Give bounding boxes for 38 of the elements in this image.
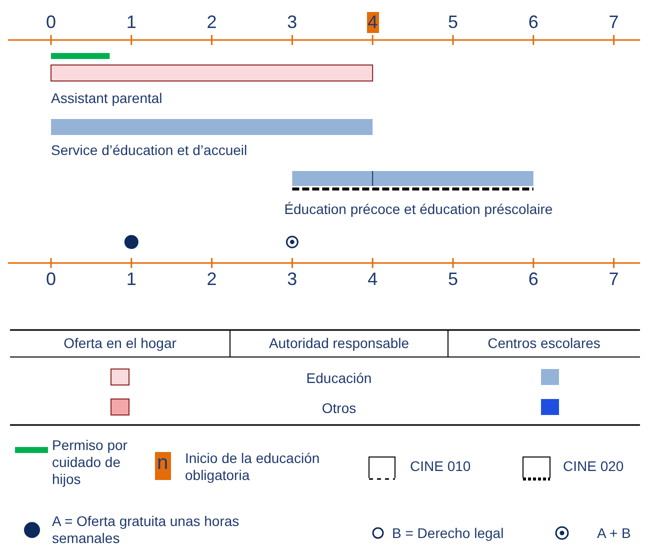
timeline-bar: [50, 64, 374, 82]
tick-label: 0: [45, 269, 57, 290]
tick-label: 5: [447, 269, 459, 290]
table-header: Autoridad responsable: [268, 335, 410, 351]
tick-label: 6: [527, 12, 540, 33]
compulsory-start-marker: 4: [366, 12, 379, 33]
legend-text: CINE 010: [410, 458, 472, 475]
legend-text: Inicio de la educación obligatoria: [185, 450, 321, 484]
tick-label: 1: [125, 12, 138, 33]
legend-text: Permiso por cuidado de hijos: [52, 437, 128, 488]
tick-label: 6: [527, 269, 540, 290]
timeline-bar: [51, 53, 110, 59]
tick-label: 5: [447, 12, 459, 33]
filled-dot-marker: [124, 235, 138, 249]
timeline-bar-with-dashed-base: [292, 170, 534, 190]
tick-label: 3: [286, 12, 298, 33]
bar-caption: Éducation précoce et éducation préscolaire: [284, 201, 553, 217]
tick-label: 4: [366, 269, 379, 290]
tick-label: 1: [125, 269, 138, 290]
table-cell-text: Educación: [305, 370, 373, 386]
tick-label: 2: [206, 12, 218, 33]
table-cell-text: Otros: [320, 400, 358, 416]
bar-caption: Assistant parental: [51, 90, 162, 106]
legend-symbol: n: [157, 452, 168, 475]
tick-label: 0: [45, 12, 57, 33]
table-header: Centros escolares: [486, 335, 602, 351]
tick-label: 7: [608, 269, 620, 290]
tick-label: 3: [286, 269, 298, 290]
table-header: Oferta en el hogar: [62, 335, 178, 351]
tick-label: 7: [608, 12, 620, 33]
legend-text: B = Derecho legal: [392, 525, 505, 542]
dotted-circle-marker: [286, 236, 298, 248]
legend-text: A = Oferta gratuita unas horas semanales: [52, 513, 240, 547]
bar-caption: Service d’éducation et d’accueil: [51, 142, 248, 158]
legend-text: CINE 020: [563, 458, 625, 475]
legend-text: A + B: [597, 525, 632, 542]
timeline-bar: [51, 119, 373, 135]
tick-label: 2: [206, 269, 218, 290]
